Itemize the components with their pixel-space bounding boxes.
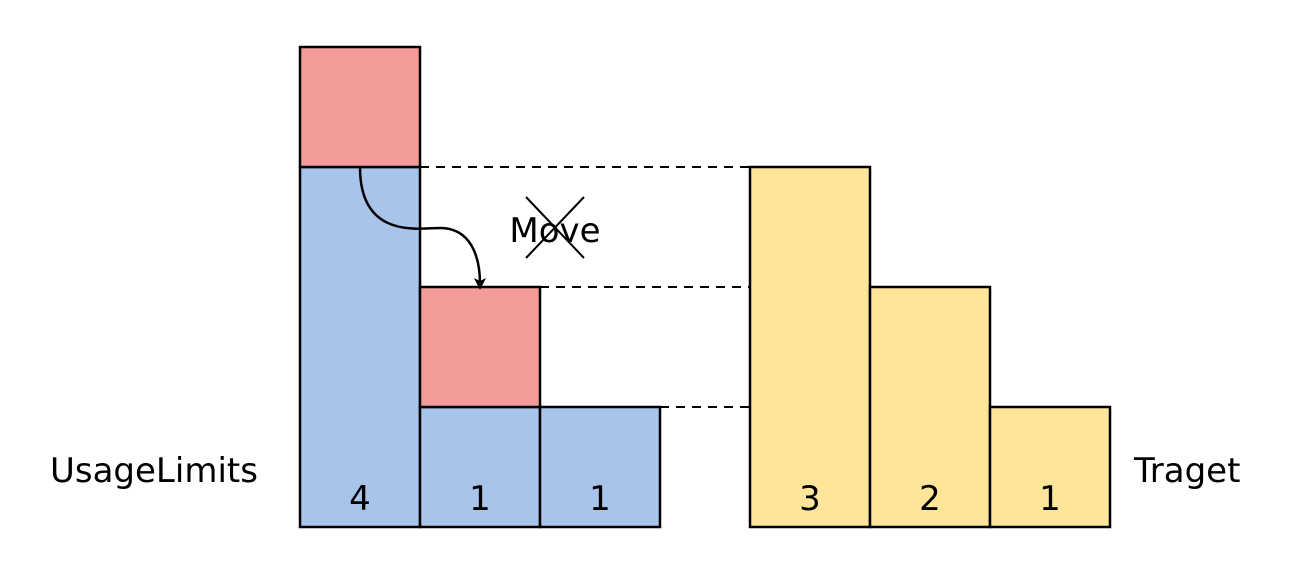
excess-block-destination	[418, 285, 542, 409]
usage-value-2: 1	[469, 479, 491, 519]
target-label: Traget	[1133, 451, 1240, 491]
usage-value-3: 1	[589, 479, 611, 519]
usage-bar-2	[418, 405, 542, 529]
usage-limits-label: UsageLimits	[50, 451, 258, 491]
target-value-1: 3	[799, 479, 821, 519]
excess-block-source	[298, 45, 422, 169]
target-value-2: 2	[919, 479, 941, 519]
target-bar-2	[868, 285, 992, 529]
target-bar-1	[748, 165, 872, 529]
target-value-3: 1	[1039, 479, 1061, 519]
target-bar-3	[988, 405, 1112, 529]
move-arrow	[358, 166, 486, 290]
usage-bar-3	[538, 405, 662, 529]
move-label: Move	[509, 211, 600, 251]
usage-bar-1	[298, 165, 422, 529]
usage-value-1: 4	[349, 479, 371, 519]
move-cross-stroke-2	[525, 196, 585, 259]
